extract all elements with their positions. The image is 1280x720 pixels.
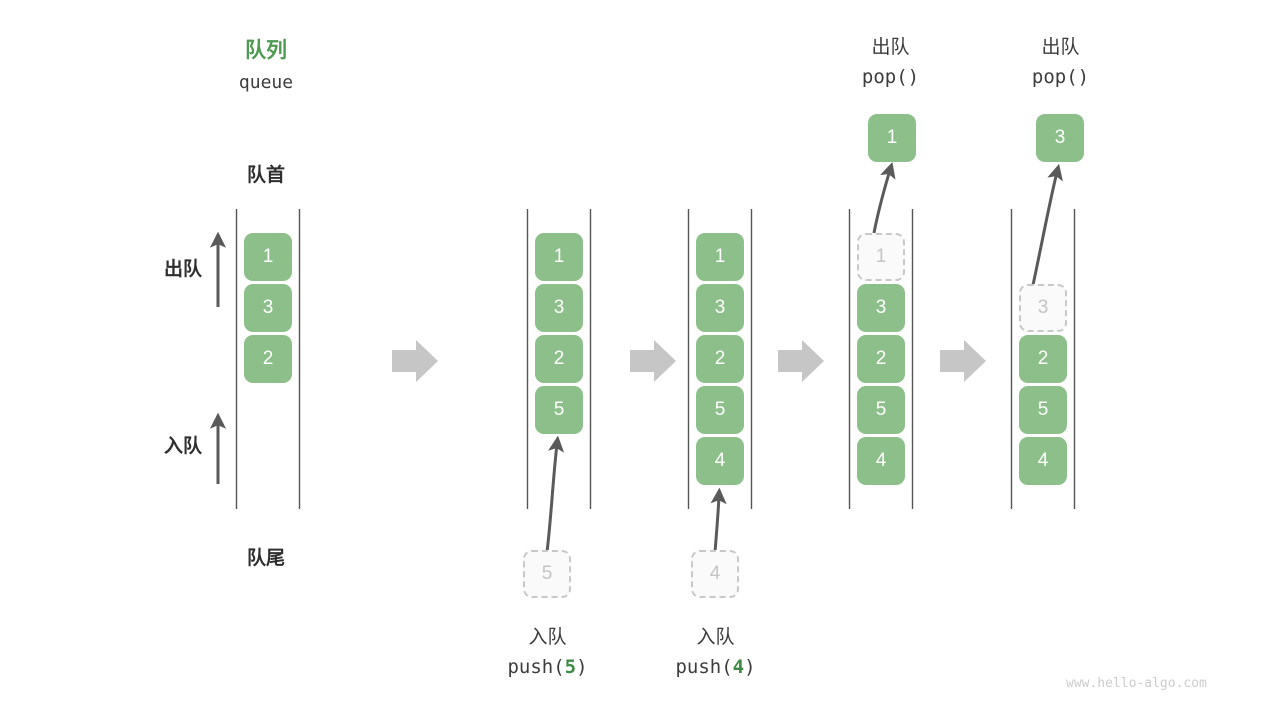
caption-push-5-cn: 入队: [528, 627, 567, 648]
queue-cell[interactable]: 5: [1019, 386, 1067, 434]
code-prefix: push(: [675, 656, 733, 678]
queue-cell[interactable]: 4: [857, 437, 905, 485]
popped-value-1: 1: [868, 114, 916, 162]
code-value: 5: [564, 656, 577, 678]
caption-push-5-code: push(5): [495, 656, 600, 678]
caption-push-4-cn: 入队: [696, 627, 735, 648]
watermark: www.hello-algo.com: [1066, 676, 1207, 691]
queue-stage-push-5: 1 3 2 5: [535, 233, 583, 434]
queue-stage-push-4: 1 3 2 5 4: [696, 233, 744, 485]
queue-cell[interactable]: 5: [696, 386, 744, 434]
label-front: 队首: [246, 165, 285, 186]
code-value: 4: [732, 656, 745, 678]
code-suffix: ): [576, 656, 588, 678]
queue-cell[interactable]: 1: [244, 233, 292, 281]
queue-cell[interactable]: 5: [857, 386, 905, 434]
page-subtitle: queue: [238, 72, 294, 93]
ghost-cell-pop-1: 1: [857, 233, 905, 281]
page-title: 队列: [245, 39, 287, 62]
ghost-cell-pop-3: 3: [1019, 284, 1067, 332]
label-enqueue-direction: 入队: [163, 436, 202, 457]
queue-cell[interactable]: 2: [535, 335, 583, 383]
queue-cell[interactable]: 5: [535, 386, 583, 434]
queue-cell[interactable]: 1: [535, 233, 583, 281]
queue-stage-initial: 1 3 2: [244, 233, 292, 383]
queue-cell[interactable]: 4: [696, 437, 744, 485]
code-suffix: ): [744, 656, 756, 678]
label-dequeue-direction: 出队: [163, 259, 202, 280]
queue-stage-pop-3: 3 2 5 4: [1019, 284, 1067, 485]
caption-pop-1-cn: 出队: [871, 37, 910, 58]
queue-cell[interactable]: 3: [857, 284, 905, 332]
queue-cell[interactable]: 1: [696, 233, 744, 281]
queue-cell[interactable]: 2: [857, 335, 905, 383]
caption-pop-1-code: pop(): [861, 66, 920, 88]
ghost-cell-push-5: 5: [523, 550, 571, 598]
caption-pop-3-cn: 出队: [1041, 37, 1080, 58]
code-prefix: push(: [507, 656, 565, 678]
queue-cell[interactable]: 2: [696, 335, 744, 383]
label-rear: 队尾: [246, 548, 285, 569]
queue-cell[interactable]: 3: [535, 284, 583, 332]
ghost-cell-push-4: 4: [691, 550, 739, 598]
queue-cell[interactable]: 3: [696, 284, 744, 332]
queue-cell[interactable]: 4: [1019, 437, 1067, 485]
popped-value-3: 3: [1036, 114, 1084, 162]
caption-pop-3-code: pop(): [1031, 66, 1090, 88]
queue-cell[interactable]: 3: [244, 284, 292, 332]
queue-cell[interactable]: 2: [1019, 335, 1067, 383]
queue-stage-pop-1: 1 3 2 5 4: [857, 233, 905, 485]
queue-cell[interactable]: 2: [244, 335, 292, 383]
caption-push-4-code: push(4): [663, 656, 768, 678]
